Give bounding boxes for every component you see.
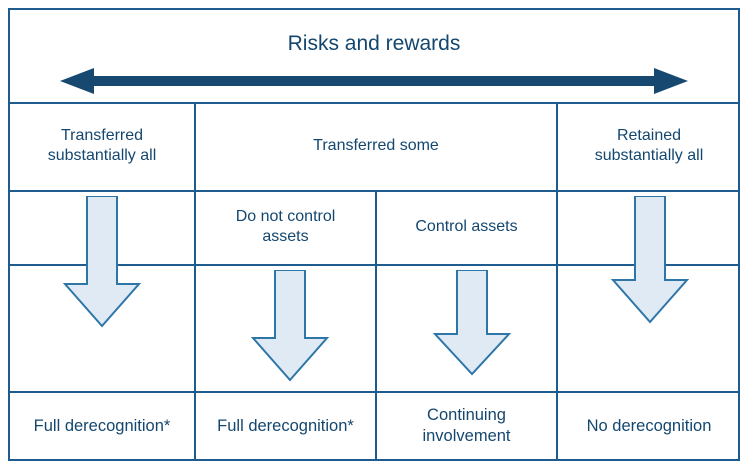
divider-row-4 bbox=[10, 391, 738, 393]
heading-retained-substantially-all-line2: substantially all bbox=[594, 147, 704, 164]
heading-transferred-some: Transferred some bbox=[313, 137, 439, 154]
down-arrow-icon-column-3 bbox=[432, 270, 512, 376]
heading-transferred-substantially-all-line1: Transferred bbox=[60, 127, 144, 144]
subheading-control-assets: Control assets bbox=[415, 218, 518, 235]
down-arrow-icon-column-1 bbox=[62, 196, 142, 328]
down-arrow-icon-column-4 bbox=[610, 196, 690, 324]
divider-row-1 bbox=[10, 102, 738, 104]
heading-retained-substantially-all-line1: Retained bbox=[616, 127, 682, 144]
subheading-do-not-control-assets-line1: Do not control bbox=[235, 208, 336, 225]
outcome-full-derecognition-2: Full derecognition* bbox=[217, 416, 354, 435]
heading-transferred-substantially-all: Transferred substantially all bbox=[10, 102, 194, 190]
subheading-do-not-control-assets-line2: assets bbox=[262, 228, 309, 245]
outcome-no-derecognition: No derecognition bbox=[586, 416, 712, 435]
outcome-continuing-involvement-line2: involvement bbox=[422, 427, 511, 445]
title-band: Risks and rewards bbox=[10, 10, 738, 102]
subheading-do-not-control-assets: Do not control assets bbox=[196, 190, 375, 264]
divider-row-3 bbox=[10, 264, 738, 266]
divider-col-3 bbox=[556, 102, 558, 461]
outcome-continuing-involvement: Continuing involvement bbox=[377, 391, 556, 461]
diagram-frame: Risks and rewards Transferred substantia… bbox=[8, 8, 740, 461]
heading-retained-substantially-all: Retained substantially all bbox=[558, 102, 740, 190]
outcome-full-derecognition-1: Full derecognition* bbox=[33, 416, 171, 435]
heading-transferred-substantially-all-line2: substantially all bbox=[47, 147, 157, 164]
outcome-continuing-involvement-line1: Continuing bbox=[427, 406, 506, 425]
risks-rewards-double-arrow-icon bbox=[60, 68, 688, 94]
diagram-title: Risks and rewards bbox=[287, 32, 461, 55]
divider-col-1 bbox=[194, 102, 196, 461]
down-arrow-icon-column-2 bbox=[250, 270, 330, 382]
divider-row-2 bbox=[10, 190, 738, 192]
divider-col-2 bbox=[375, 190, 377, 461]
